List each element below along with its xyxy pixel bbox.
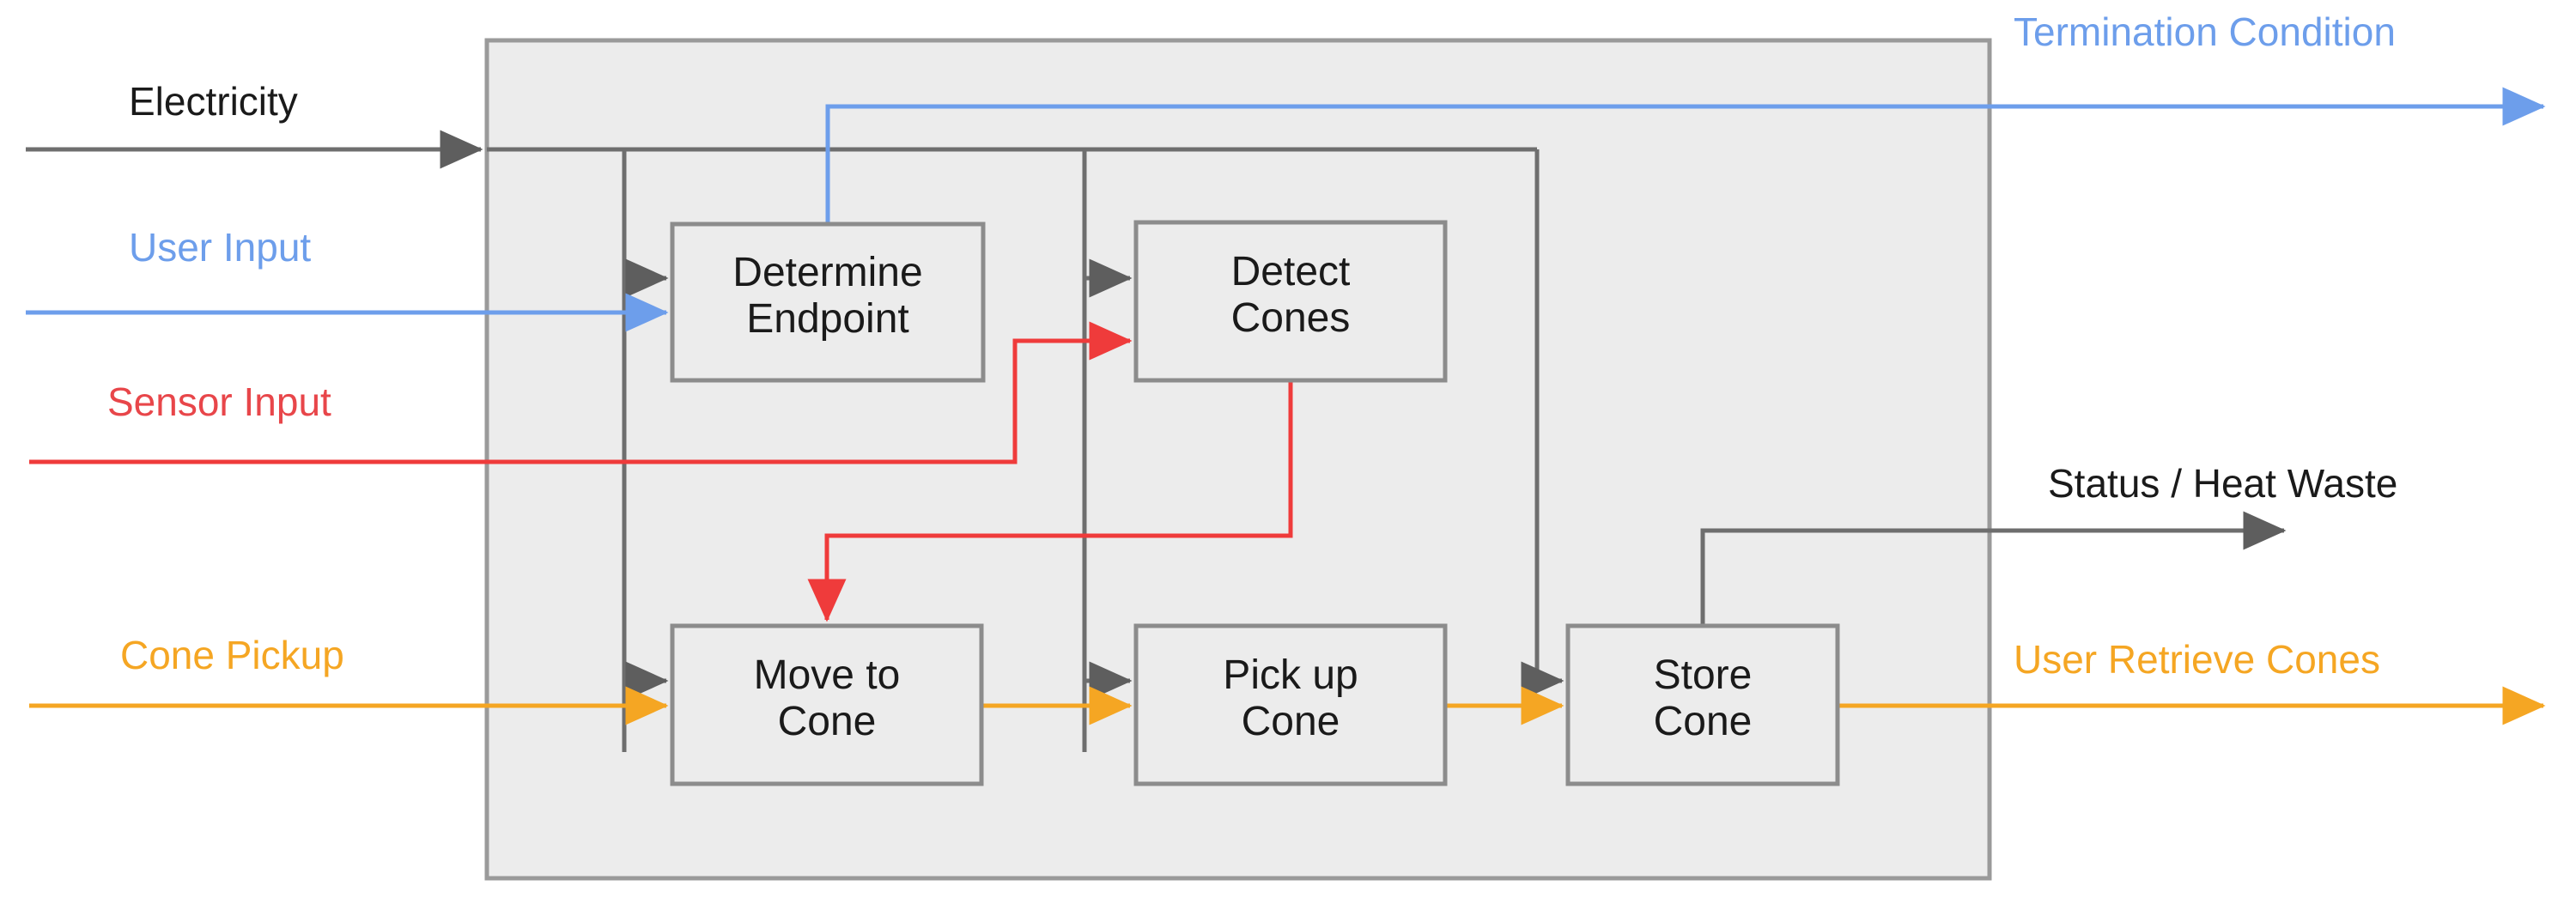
- block-determine-endpoint[interactable]: [670, 221, 986, 383]
- block-pick-up-cone[interactable]: [1133, 623, 1448, 786]
- label-status-heat-waste: Status / Heat Waste: [2048, 461, 2398, 506]
- label-cone-pickup: Cone Pickup: [120, 633, 344, 677]
- label-electricity: Electricity: [129, 79, 298, 124]
- flow-electricity: [26, 130, 1564, 752]
- block-label-detect-cones: Detect Cones: [1230, 249, 1351, 341]
- label-user-retrieve-cones: User Retrieve Cones: [2014, 637, 2380, 682]
- flow-sensor-input: [29, 321, 1293, 622]
- block-label-pick-up-cone: Pick up Cone: [1223, 652, 1358, 744]
- flow-status-heat-waste: [1700, 511, 2287, 626]
- block-label-determine-endpoint: Determine Endpoint: [732, 250, 923, 342]
- block-move-to-cone[interactable]: [670, 623, 984, 786]
- block-detect-cones[interactable]: [1133, 220, 1448, 383]
- flow-termination-condition: [825, 87, 2546, 224]
- block-label-move-to-cone: Move to Cone: [753, 652, 901, 744]
- block-label-store-cone: Store Cone: [1653, 652, 1753, 744]
- block-store-cone[interactable]: [1565, 623, 1840, 786]
- label-sensor-input: Sensor Input: [107, 379, 331, 424]
- label-termination-condition: Termination Condition: [2014, 9, 2396, 54]
- label-user-input: User Input: [129, 225, 312, 270]
